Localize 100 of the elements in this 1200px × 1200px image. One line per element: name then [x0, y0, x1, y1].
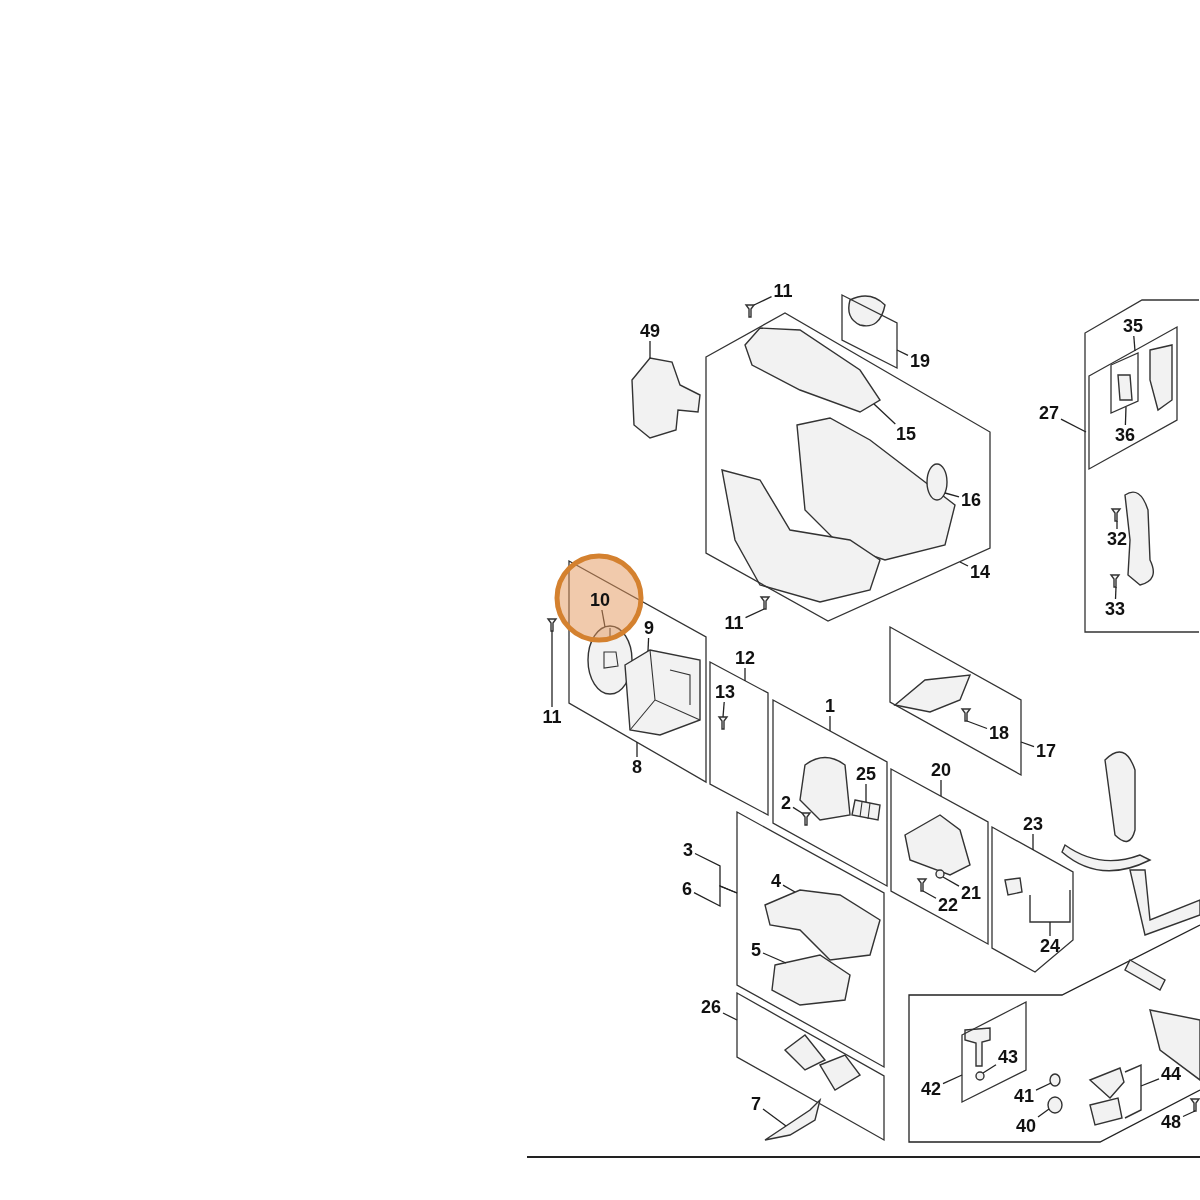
part-drawing: [1047, 1096, 1063, 1114]
leader-line: [959, 561, 969, 567]
part-drawing: [1029, 889, 1071, 923]
part-drawing: [744, 327, 881, 413]
leader-line: [762, 952, 787, 964]
callout-number: 16: [961, 490, 981, 510]
leader-line: [1032, 833, 1034, 851]
leader-line: [601, 609, 606, 628]
callout-number: 6: [682, 879, 692, 899]
leader-line: [982, 1064, 997, 1074]
leader-line: [1060, 418, 1087, 433]
part-drawing: [764, 1099, 821, 1141]
leader-line: [944, 492, 960, 498]
part-drawing: [935, 869, 945, 879]
part-drawing: [547, 618, 557, 632]
leader-line: [940, 779, 942, 797]
callout-number: 11: [773, 281, 793, 301]
callout-number: 13: [715, 682, 735, 702]
leader-line: [922, 890, 937, 899]
callout-number: 7: [751, 1094, 761, 1114]
leader-line: [1182, 1110, 1196, 1118]
assembly-frame: [1110, 352, 1139, 414]
assembly-frame: [841, 294, 898, 369]
callout-number: 42: [921, 1079, 941, 1099]
callout-number: 40: [1016, 1116, 1036, 1136]
leader-line: [762, 1108, 787, 1127]
callout-number: 15: [896, 424, 916, 444]
part-drawing: [745, 304, 755, 318]
part-drawing: [631, 357, 701, 439]
callout-number: 2: [781, 793, 791, 813]
leader-line: [693, 885, 738, 908]
callout-number: 19: [910, 351, 930, 371]
callout-number: 27: [1039, 403, 1059, 423]
leader-line: [865, 783, 867, 803]
callout-number: 48: [1161, 1112, 1181, 1132]
leader-line: [1116, 520, 1118, 530]
callout-number: 21: [961, 883, 981, 903]
leader-line: [1035, 1082, 1052, 1091]
callout-number: 44: [1161, 1064, 1181, 1084]
callout-number: 17: [1036, 741, 1056, 761]
leader-line: [753, 295, 773, 306]
callout-number: 20: [931, 760, 951, 780]
leader-line: [744, 608, 765, 619]
callout-number: 11: [542, 707, 562, 727]
part-drawing: [1190, 1098, 1200, 1112]
callout-number: 25: [856, 764, 876, 784]
leader-line: [1049, 921, 1051, 937]
leader-line: [636, 741, 638, 758]
callout-number: 23: [1023, 814, 1043, 834]
callout-number: 12: [735, 648, 755, 668]
leader-line: [942, 876, 960, 887]
leader-line: [647, 637, 650, 652]
callout-number: 9: [644, 618, 654, 638]
callout-number: 11: [724, 613, 744, 633]
part-drawing: [760, 596, 770, 610]
assembly-frame: [736, 992, 885, 1141]
assembly-frame: [736, 811, 885, 1068]
callout-number: 4: [771, 871, 781, 891]
part-drawing: [1111, 508, 1121, 522]
part-drawing: [1110, 574, 1120, 588]
part-drawing: [975, 1071, 985, 1081]
part-drawing: [587, 625, 633, 695]
leader-line: [1124, 406, 1127, 426]
callout-number: 10: [590, 590, 610, 610]
part-drawing: [771, 954, 851, 1006]
callout-number: 24: [1040, 936, 1060, 956]
callout-number: 35: [1123, 316, 1143, 336]
assembly-frame: [1084, 299, 1200, 633]
callout-number: 3: [683, 840, 693, 860]
callout-number: 32: [1107, 529, 1127, 549]
leader-line: [722, 701, 725, 718]
leader-line: [966, 720, 988, 730]
leader-line: [722, 1012, 738, 1021]
leader-line: [649, 340, 651, 359]
callout-number: 8: [632, 757, 642, 777]
part-drawing: [624, 649, 701, 736]
part-drawing: [801, 812, 811, 826]
part-drawing: [718, 716, 728, 730]
leader-line: [744, 667, 746, 682]
leader-line: [782, 884, 796, 893]
leader-line: [792, 806, 803, 814]
leader-line: [1020, 741, 1035, 748]
callout-number: 49: [640, 321, 660, 341]
callout-number: 5: [751, 940, 761, 960]
bracket: [1124, 1064, 1142, 1119]
leader-line: [1140, 1078, 1160, 1087]
callout-number: 43: [998, 1047, 1018, 1067]
leader-line: [1037, 1108, 1050, 1118]
leader-line: [829, 715, 831, 732]
assembly-frame: [889, 626, 1022, 776]
leader-line: [873, 403, 896, 425]
callout-number: 41: [1014, 1086, 1034, 1106]
callout-number: 14: [970, 562, 990, 582]
assembly-frame: [568, 560, 707, 783]
part-drawing: [917, 878, 927, 892]
callout-number: 18: [989, 723, 1009, 743]
callout-number: 33: [1105, 599, 1125, 619]
callout-number: 1: [825, 696, 835, 716]
part-drawing: [851, 799, 881, 821]
leader-line: [551, 630, 553, 708]
